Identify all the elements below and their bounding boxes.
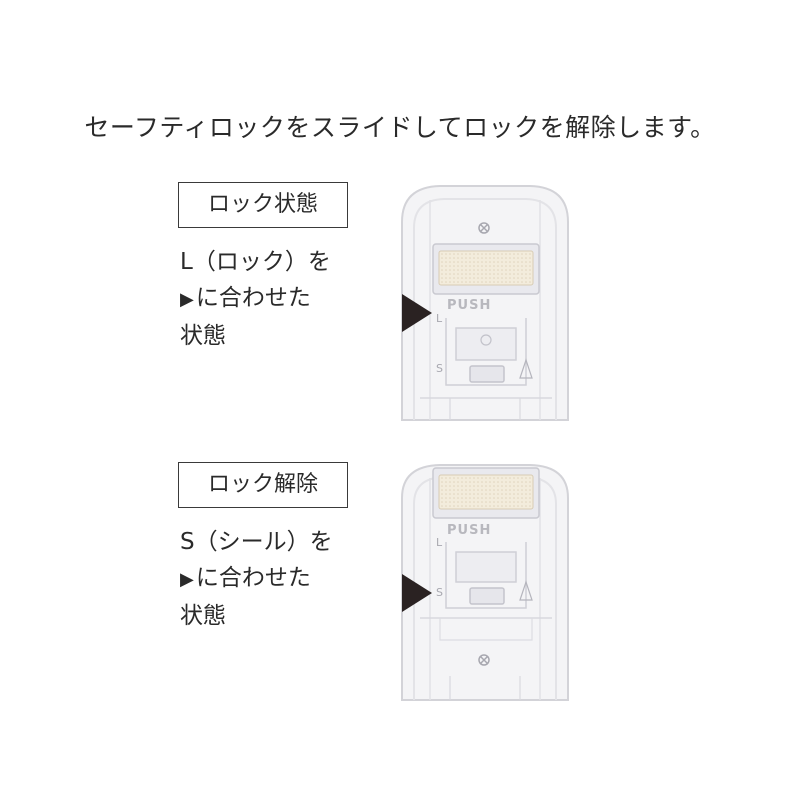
device-lock-state: PUSH L S <box>401 185 569 421</box>
lock-desc-line2: ▶に合わせた <box>180 280 331 318</box>
lock-desc-line1: L（ロック）を <box>180 249 331 275</box>
mark-s: S <box>436 362 443 375</box>
mark-s: S <box>436 586 443 599</box>
unlock-desc-line2: ▶に合わせた <box>180 560 333 598</box>
screw-icon <box>478 222 490 234</box>
triangle-icon: ▶ <box>180 569 194 590</box>
pointer-triangle-icon <box>402 294 432 332</box>
recycle-icon <box>519 358 533 379</box>
lock-desc-line2-text: に合わせた <box>195 285 311 311</box>
unlock-desc-line2-text: に合わせた <box>195 565 311 591</box>
unlock-desc-line1: S（シール）を <box>180 529 333 555</box>
lock-state-description: L（ロック）を ▶に合わせた 状態 <box>180 244 331 354</box>
unlock-state-label: ロック解除 <box>178 462 348 508</box>
triangle-icon: ▶ <box>180 289 194 310</box>
mark-l: L <box>436 536 443 549</box>
pointer-triangle-icon <box>402 574 432 612</box>
device-unlock-state: PUSH L S <box>401 464 569 701</box>
page-heading: セーフティロックをスライドしてロックを解除します。 <box>84 113 716 142</box>
push-label: PUSH <box>447 523 491 538</box>
lock-state-label: ロック状態 <box>178 182 348 228</box>
mark-l: L <box>436 312 443 325</box>
push-label: PUSH <box>447 298 491 313</box>
unlock-state-description: S（シール）を ▶に合わせた 状態 <box>180 524 333 634</box>
recycle-icon <box>519 580 533 601</box>
lock-desc-line3: 状態 <box>180 323 226 349</box>
unlock-desc-line3: 状態 <box>180 603 226 629</box>
screw-icon <box>478 654 490 666</box>
